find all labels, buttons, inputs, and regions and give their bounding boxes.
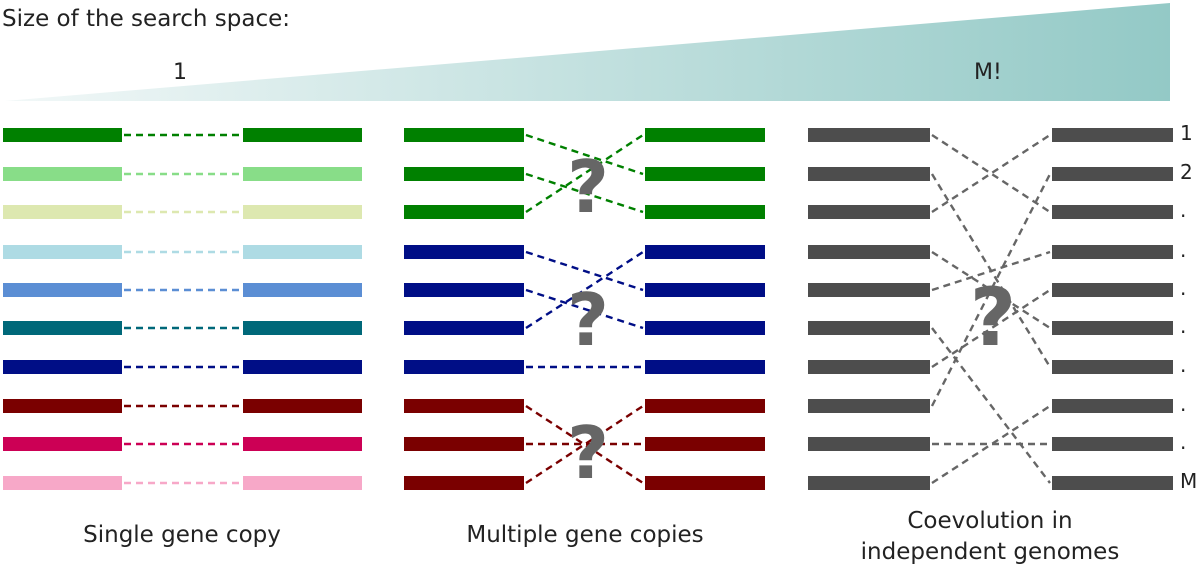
pairing-line (930, 173, 1052, 407)
row-label: . (1180, 238, 1187, 262)
gene-bar-right (645, 205, 765, 219)
pairing-line (931, 133, 1051, 214)
gene-bar-right (243, 321, 362, 335)
gene-bar-right (645, 283, 765, 297)
gene-bar-left (3, 360, 122, 374)
gene-bar-left (808, 399, 930, 413)
gene-bar-right (1052, 399, 1173, 413)
gene-bar-left (3, 437, 122, 451)
gene-bar-right (243, 283, 362, 297)
question-mark-gray: ? (970, 271, 1016, 364)
gene-bar-right (243, 360, 362, 374)
gene-bar-left (808, 245, 930, 259)
pairing-line (931, 327, 1051, 484)
gene-bar-left (404, 360, 524, 374)
row-label: M (1180, 469, 1198, 493)
gene-bar-right (1052, 283, 1173, 297)
gene-bar-right (1052, 245, 1173, 259)
gene-bar-left (3, 167, 122, 181)
gene-bar-right (1052, 167, 1173, 181)
gene-bar-right (243, 128, 362, 142)
gene-bar-left (808, 205, 930, 219)
gene-bar-left (808, 128, 930, 142)
row-label: . (1180, 392, 1187, 416)
gene-bar-left (404, 283, 524, 297)
gene-bar-right (243, 476, 362, 490)
gene-bar-right (243, 437, 362, 451)
row-label: . (1180, 430, 1187, 454)
gene-bar-right (645, 245, 765, 259)
search-space-title: Size of the search space: (2, 6, 290, 32)
gene-bar-left (808, 283, 930, 297)
gene-bar-left (404, 476, 524, 490)
search-space-max-label: M! (974, 60, 1002, 85)
pairing-line (525, 133, 644, 176)
gene-bar-right (645, 437, 765, 451)
pairing-line (525, 172, 644, 214)
gene-bar-right (1052, 321, 1173, 335)
row-label: . (1180, 353, 1187, 377)
question-mark-green: ? (567, 145, 609, 229)
gene-bar-left (404, 321, 524, 335)
caption-single-gene-copy: Single gene copy (83, 522, 281, 548)
gene-bar-left (808, 437, 930, 451)
pairing-line (931, 250, 1051, 292)
gene-bar-left (3, 245, 122, 259)
caption-coevolution-line2: independent genomes (860, 539, 1120, 565)
gene-bar-right (243, 167, 362, 181)
gene-bar-left (808, 321, 930, 335)
gene-bar-left (3, 399, 122, 413)
caption-coevolution: Coevolution in independent genomes (860, 506, 1120, 568)
gene-bar-left (404, 167, 524, 181)
pairing-line (525, 250, 644, 292)
gene-bar-left (808, 476, 930, 490)
gene-bar-right (243, 399, 362, 413)
gene-bar-right (1052, 360, 1173, 374)
gene-bar-right (645, 476, 765, 490)
gene-bar-right (1052, 437, 1173, 451)
row-label: . (1180, 276, 1187, 300)
pairing-line (525, 288, 644, 330)
row-label: 1 (1180, 121, 1193, 145)
gene-bar-left (808, 167, 930, 181)
panel-single-gene-copy (3, 128, 362, 490)
gene-bar-left (404, 399, 524, 413)
row-label: . (1180, 314, 1187, 338)
panel-coevolution: ? (808, 128, 1173, 490)
gene-bar-right (645, 360, 765, 374)
gene-bar-left (404, 128, 524, 142)
search-space-min-label: 1 (173, 60, 187, 85)
gene-bar-right (645, 128, 765, 142)
gene-bar-right (243, 205, 362, 219)
gene-bar-left (404, 245, 524, 259)
gene-bar-right (243, 245, 362, 259)
panel-multiple-gene-copies: ??? (404, 128, 765, 495)
gene-bar-left (3, 283, 122, 297)
gene-bar-right (645, 167, 765, 181)
gene-bar-right (645, 321, 765, 335)
gene-bar-left (808, 360, 930, 374)
question-mark-red: ? (567, 411, 609, 495)
gene-bar-left (404, 437, 524, 451)
gene-bar-left (3, 476, 122, 490)
question-mark-blue: ? (567, 278, 609, 362)
gene-bar-left (3, 205, 122, 219)
caption-multiple-gene-copies: Multiple gene copies (466, 522, 704, 548)
pairing-line (931, 133, 1051, 214)
row-label: . (1180, 198, 1187, 222)
gene-bar-right (645, 399, 765, 413)
caption-coevolution-line1: Coevolution in (907, 508, 1073, 534)
gene-bar-right (1052, 476, 1173, 490)
gene-bar-right (1052, 205, 1173, 219)
gene-bar-right (1052, 128, 1173, 142)
gene-bar-left (404, 205, 524, 219)
gene-bar-left (3, 128, 122, 142)
gene-bar-left (3, 321, 122, 335)
search-space-wedge (5, 3, 1170, 101)
row-label: 2 (1180, 160, 1193, 184)
